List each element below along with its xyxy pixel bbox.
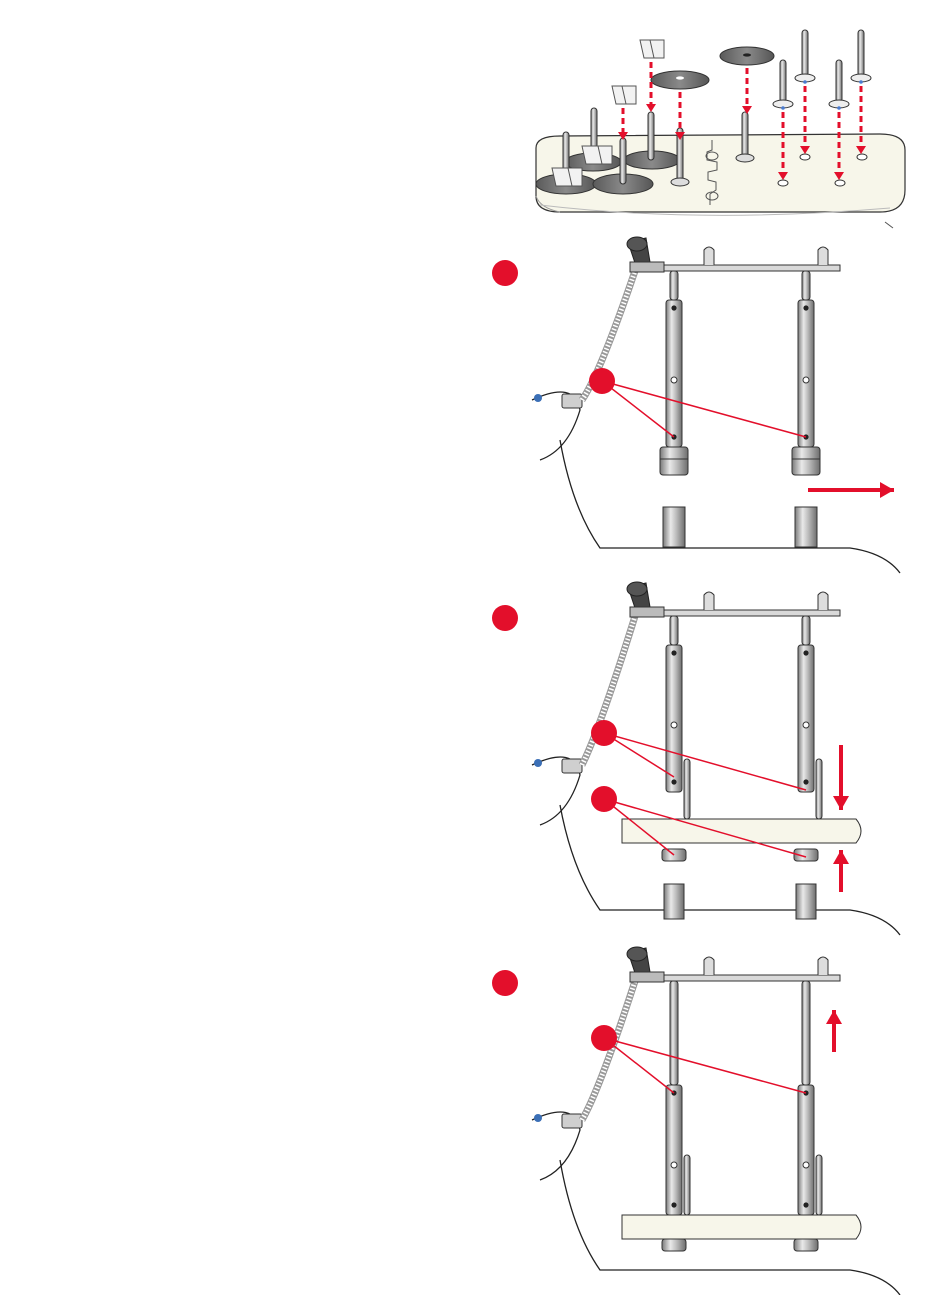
stand-step-a	[532, 237, 900, 573]
callout-line-tube-left	[604, 1038, 674, 1093]
stand-step-b	[532, 582, 900, 935]
callout-line-foot-left	[602, 381, 674, 437]
callout-marker-tube-screws	[591, 1025, 617, 1051]
callout-line-lower-right	[604, 733, 806, 790]
step-marker-3	[492, 970, 518, 996]
callout-line-tube-right	[604, 1038, 806, 1093]
callout-line-foot-right	[602, 381, 806, 437]
arrow-down	[833, 745, 849, 810]
step-marker-2	[492, 605, 518, 631]
arrow-right	[808, 482, 894, 498]
arrow-up-lower	[833, 850, 849, 892]
parts-tray-panel	[536, 30, 905, 228]
callout-marker-lower-screws	[591, 720, 617, 746]
callout-marker-foot-screws	[589, 368, 615, 394]
step-marker-1	[492, 260, 518, 286]
arrow-up-top	[826, 1010, 842, 1052]
callout-marker-base-sockets	[591, 786, 617, 812]
stand-step-c	[532, 947, 900, 1295]
